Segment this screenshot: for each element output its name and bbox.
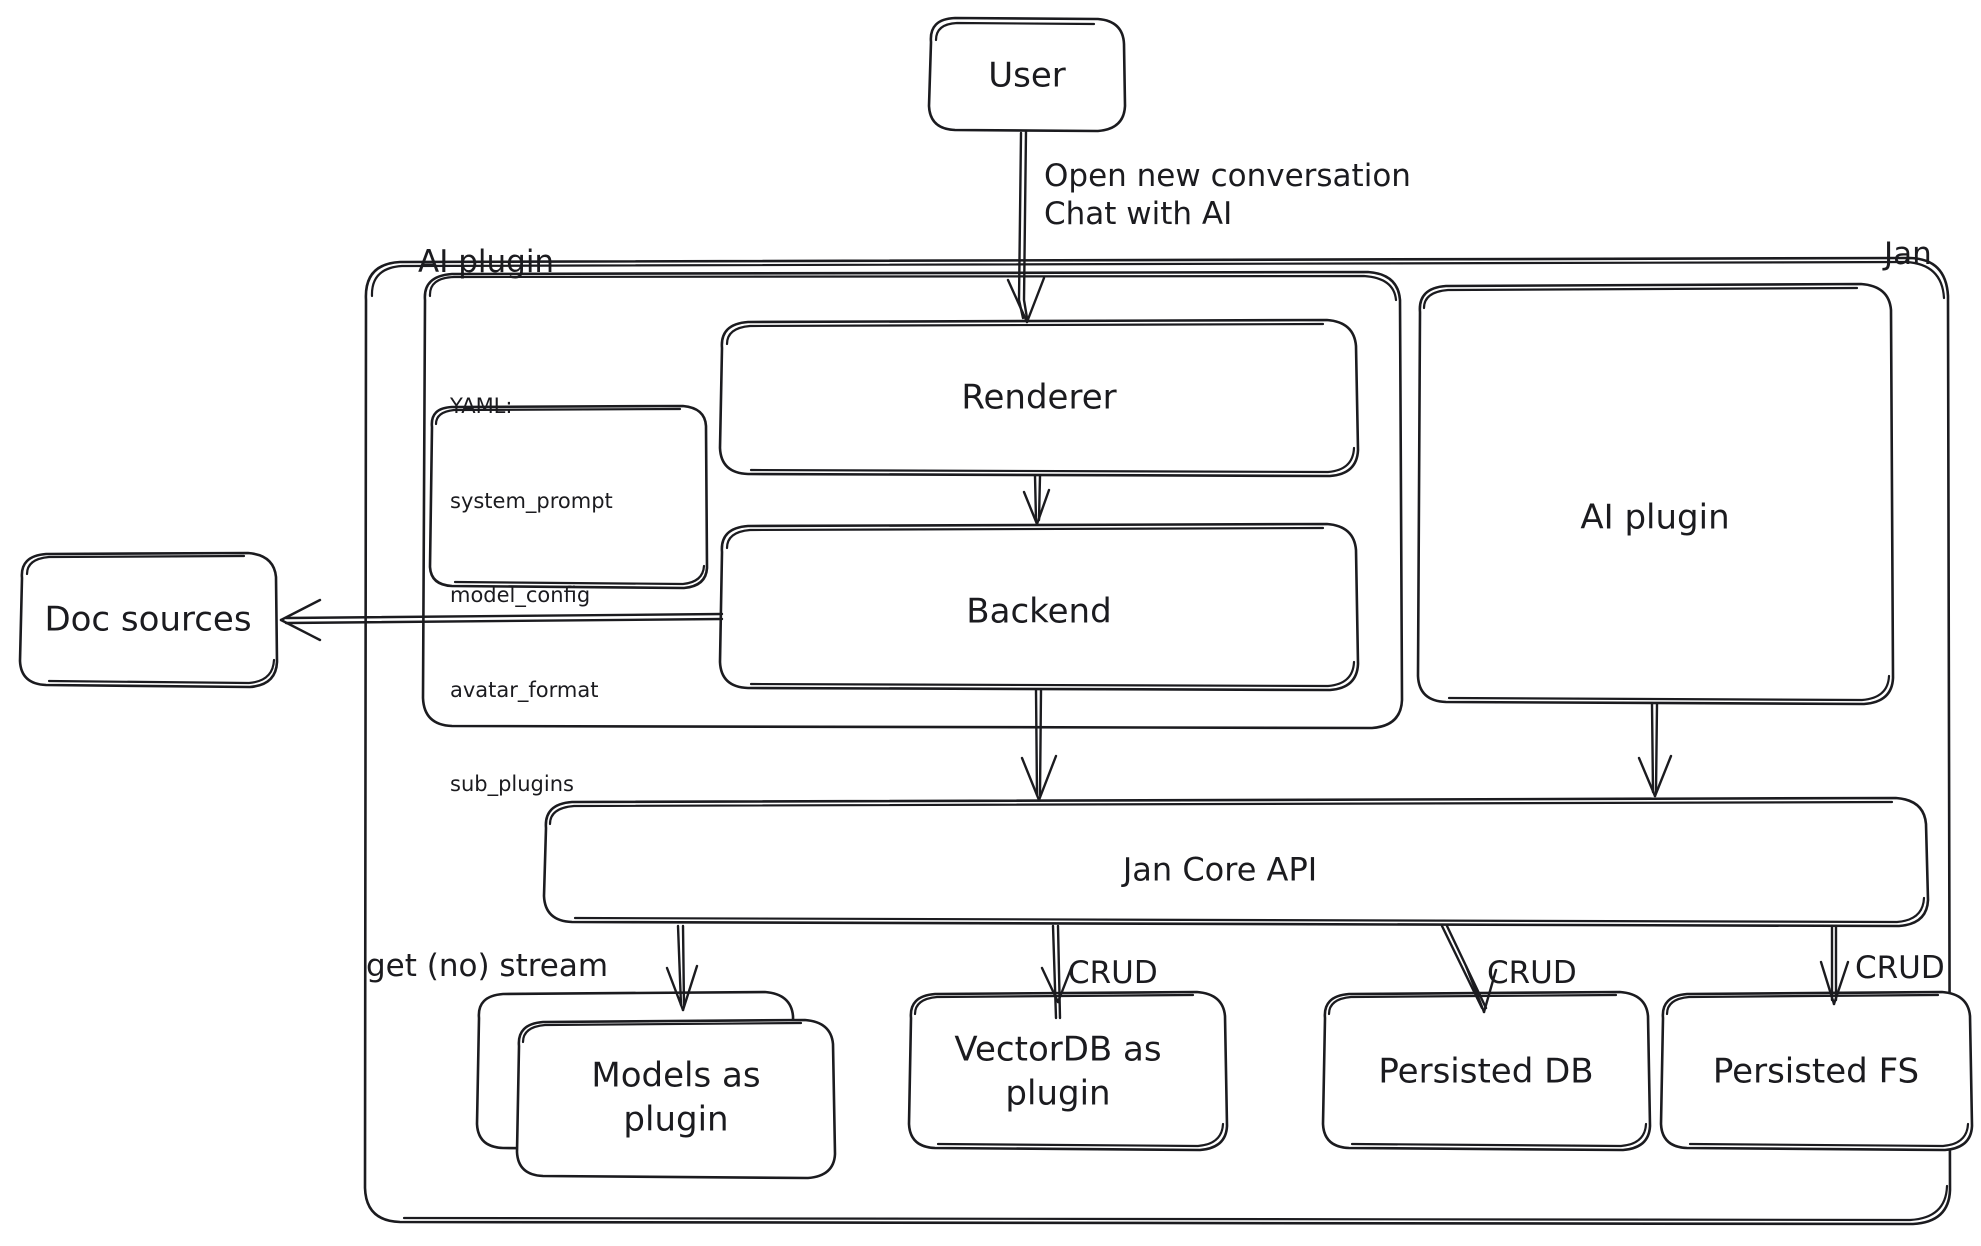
persisted-fs-box-shape	[1659, 990, 1974, 1152]
edge-backend-to-core	[1020, 688, 1058, 802]
jan-core-api-box-shape	[542, 796, 1930, 928]
edge-ai-plugin-to-core	[1637, 702, 1673, 798]
edge-user-to-renderer	[1006, 129, 1046, 324]
edge-renderer-to-backend	[1022, 474, 1051, 526]
user-box-shape	[927, 16, 1127, 133]
edge-core-to-fs	[1819, 924, 1850, 1006]
edge-core-to-models	[665, 924, 699, 1012]
edge-backend-to-doc-sources	[279, 598, 724, 642]
persisted-db-box-shape	[1321, 990, 1652, 1152]
yaml-box-shape	[428, 404, 709, 590]
models-plugin-box-shape	[475, 990, 837, 1180]
doc-sources-box-shape	[18, 551, 279, 689]
edge-core-to-db	[1440, 924, 1498, 1014]
vectordb-plugin-box-shape	[907, 990, 1229, 1152]
edge-core-to-vectordb	[1040, 924, 1074, 1020]
backend-box-shape	[718, 522, 1360, 692]
ai-plugin-right-box-shape	[1416, 282, 1895, 706]
renderer-box-shape	[718, 318, 1360, 478]
